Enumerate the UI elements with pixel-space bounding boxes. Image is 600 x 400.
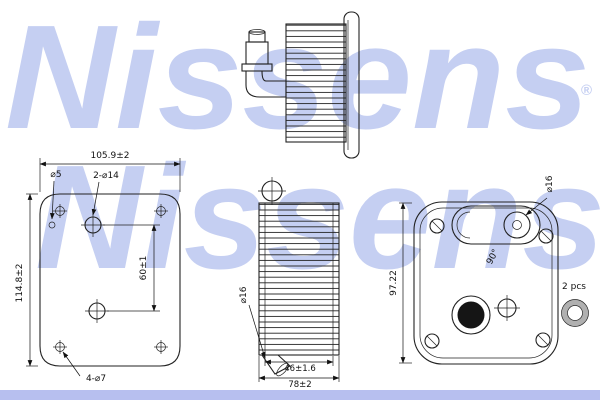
- dim-gasket-corner-holes-label: 4-⌀7: [86, 374, 106, 384]
- gasket-hole-d14-bottom: [85, 299, 109, 323]
- end-view-screws: [424, 218, 554, 349]
- end-view-crosshair-hole: [494, 295, 520, 321]
- side-view: [241, 11, 360, 159]
- dim-gasket-holes-large-label: 2-⌀14: [93, 171, 119, 181]
- dim-front-width-outer: 78±2: [258, 356, 340, 390]
- dim-end-height-label: 97.22: [389, 270, 399, 296]
- dim-front-width-inner: 46±1.6: [264, 356, 334, 374]
- front-view: ⌀16 46±1.6 78±2: [239, 177, 340, 390]
- front-view-top-fitting: [258, 177, 286, 205]
- dim-gasket-width-top: 105.9±2: [39, 151, 181, 192]
- dim-gasket-corner-holes: 4-⌀7: [62, 351, 106, 384]
- dim-gasket-holes-large: 2-⌀14: [91, 171, 119, 216]
- side-view-inlet-pipe: [241, 29, 287, 98]
- oring-icon: [561, 299, 589, 327]
- dim-front-width-outer-label: 78±2: [288, 380, 311, 390]
- dim-gasket-height-inner-label: 60±1: [139, 256, 149, 281]
- side-view-core-plates: [285, 23, 347, 143]
- oring-qty-label: 2 pcs: [562, 282, 586, 292]
- dim-end-pipe-dia-label: ⌀16: [545, 175, 555, 192]
- gasket-view: 105.9±2 ⌀5 2-⌀14 114.8±2 60±1: [15, 151, 181, 384]
- dim-gasket-height-left-label: 114.8±2: [15, 263, 25, 302]
- dim-gasket-height-left: 114.8±2: [15, 193, 38, 367]
- dim-gasket-hole-small: ⌀5: [49, 170, 62, 220]
- dim-front-pipe-dia-label: ⌀16: [239, 286, 249, 303]
- pipe-elbow: [245, 70, 287, 98]
- dim-front-pipe-dia: ⌀16: [239, 286, 266, 359]
- dim-front-width-inner-label: 46±1.6: [284, 364, 315, 374]
- gasket-hole-d5: [48, 221, 56, 229]
- gasket-outline: [39, 193, 181, 367]
- oring-callout: 2 pcs: [561, 282, 589, 327]
- gasket-corner-holes-d7: [53, 204, 168, 354]
- end-view-plate-inner: [419, 207, 553, 359]
- end-view-plate: [413, 201, 559, 365]
- dim-end-pipe-dia: ⌀16: [525, 175, 555, 216]
- dim-gasket-height-inner: 60±1: [103, 224, 160, 312]
- footer-brand-bar: [0, 390, 600, 400]
- registered-trademark-icon: ®: [581, 82, 592, 99]
- gasket-hole-d14-top: [81, 213, 105, 237]
- end-view-black-port: [451, 295, 491, 335]
- end-view-pipe-opening: [503, 211, 531, 239]
- dim-gasket-width-top-label: 105.9±2: [90, 151, 129, 161]
- dim-gasket-hole-small-label: ⌀5: [50, 170, 61, 180]
- front-view-core-plates: [258, 202, 340, 356]
- dim-end-height: 97.22: [389, 202, 412, 364]
- end-view-pipe-housing: [451, 205, 541, 245]
